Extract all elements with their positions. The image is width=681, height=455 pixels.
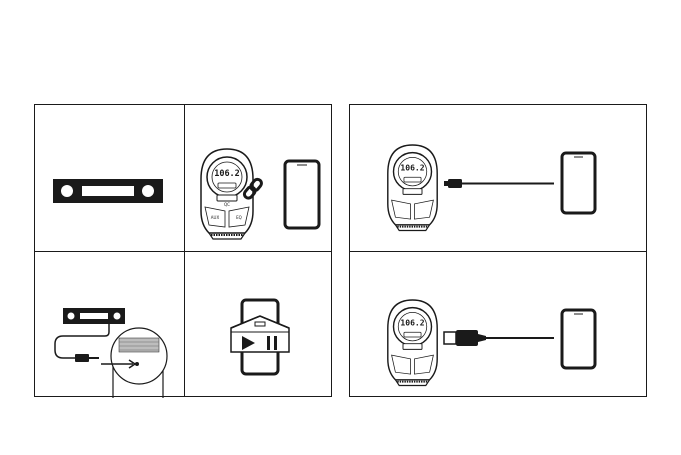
smartphone-icon bbox=[285, 161, 319, 228]
play-pause-icon bbox=[185, 252, 333, 398]
smartphone-icon bbox=[562, 153, 595, 213]
port-label: QC bbox=[224, 202, 230, 207]
right-instruction-panel: 106.2 bbox=[349, 104, 647, 397]
car-stereo-icon bbox=[35, 105, 184, 251]
smartphone-icon bbox=[562, 310, 595, 368]
display-reading: 106.2 bbox=[214, 169, 240, 179]
left-instruction-panel: 106.2 QC AUX EQ bbox=[34, 104, 332, 397]
step-car-stereo bbox=[35, 105, 184, 251]
aux-cable-icon bbox=[444, 179, 554, 188]
step-play-music bbox=[185, 252, 333, 398]
eq-button-label: EQ bbox=[236, 215, 242, 220]
aux-cable-connection-icon bbox=[35, 252, 184, 398]
step-connect-aux bbox=[35, 252, 184, 398]
aux-button-label: AUX bbox=[211, 215, 220, 220]
usb-cable-icon bbox=[444, 330, 554, 346]
display-reading: 106.2 bbox=[400, 164, 424, 173]
option-aux-cable: 106.2 bbox=[350, 105, 648, 251]
display-reading: 106.2 bbox=[400, 319, 424, 328]
transmitter-device-icon: 106.2 bbox=[388, 300, 437, 386]
option-usb-cable: 106.2 bbox=[350, 252, 648, 398]
step-pair-device: 106.2 QC AUX EQ bbox=[185, 105, 333, 251]
transmitter-device-icon: 106.2 bbox=[388, 145, 437, 231]
